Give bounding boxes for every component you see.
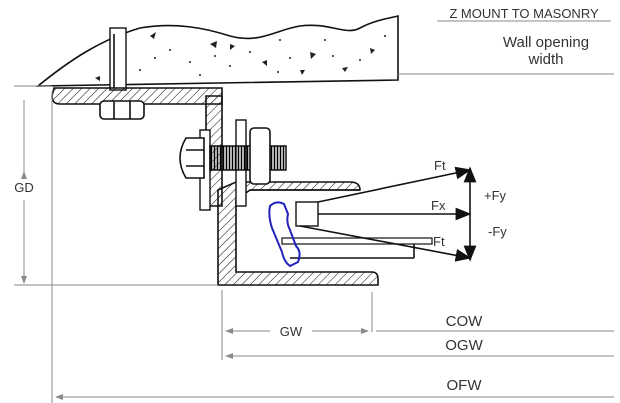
force-minus-fy-label: -Fy xyxy=(488,224,507,239)
force-fx-label: Fx xyxy=(431,198,446,213)
hex-nut-right xyxy=(249,127,271,185)
force-plus-fy-label: +Fy xyxy=(484,188,507,203)
wall-opening-label-2: width xyxy=(527,51,563,68)
force-ft-bottom-arrow xyxy=(299,225,472,262)
glazing-seal xyxy=(268,201,301,268)
force-ft-top-arrow xyxy=(317,166,472,203)
masonry-wall xyxy=(35,14,399,87)
masonry-aggregate xyxy=(95,32,386,81)
glass-panel xyxy=(281,237,433,245)
title-text: Z MOUNT TO MASONRY xyxy=(449,6,599,21)
force-ft-top-label: Ft xyxy=(434,158,446,173)
gw-label: GW xyxy=(280,324,303,339)
force-ft-bottom-label: Ft xyxy=(433,234,445,249)
ofw-label: OFW xyxy=(447,377,483,394)
gd-label: GD xyxy=(14,180,34,195)
bolt-threads xyxy=(209,145,287,171)
bolt-hex-head xyxy=(179,137,205,179)
cow-label: COW xyxy=(446,313,484,330)
hex-nut-top xyxy=(99,100,145,120)
setting-block xyxy=(295,201,319,227)
wall-opening-label: Wall opening xyxy=(503,34,589,51)
ogw-label: OGW xyxy=(445,337,483,354)
anchor-bolt-shank xyxy=(109,27,127,91)
